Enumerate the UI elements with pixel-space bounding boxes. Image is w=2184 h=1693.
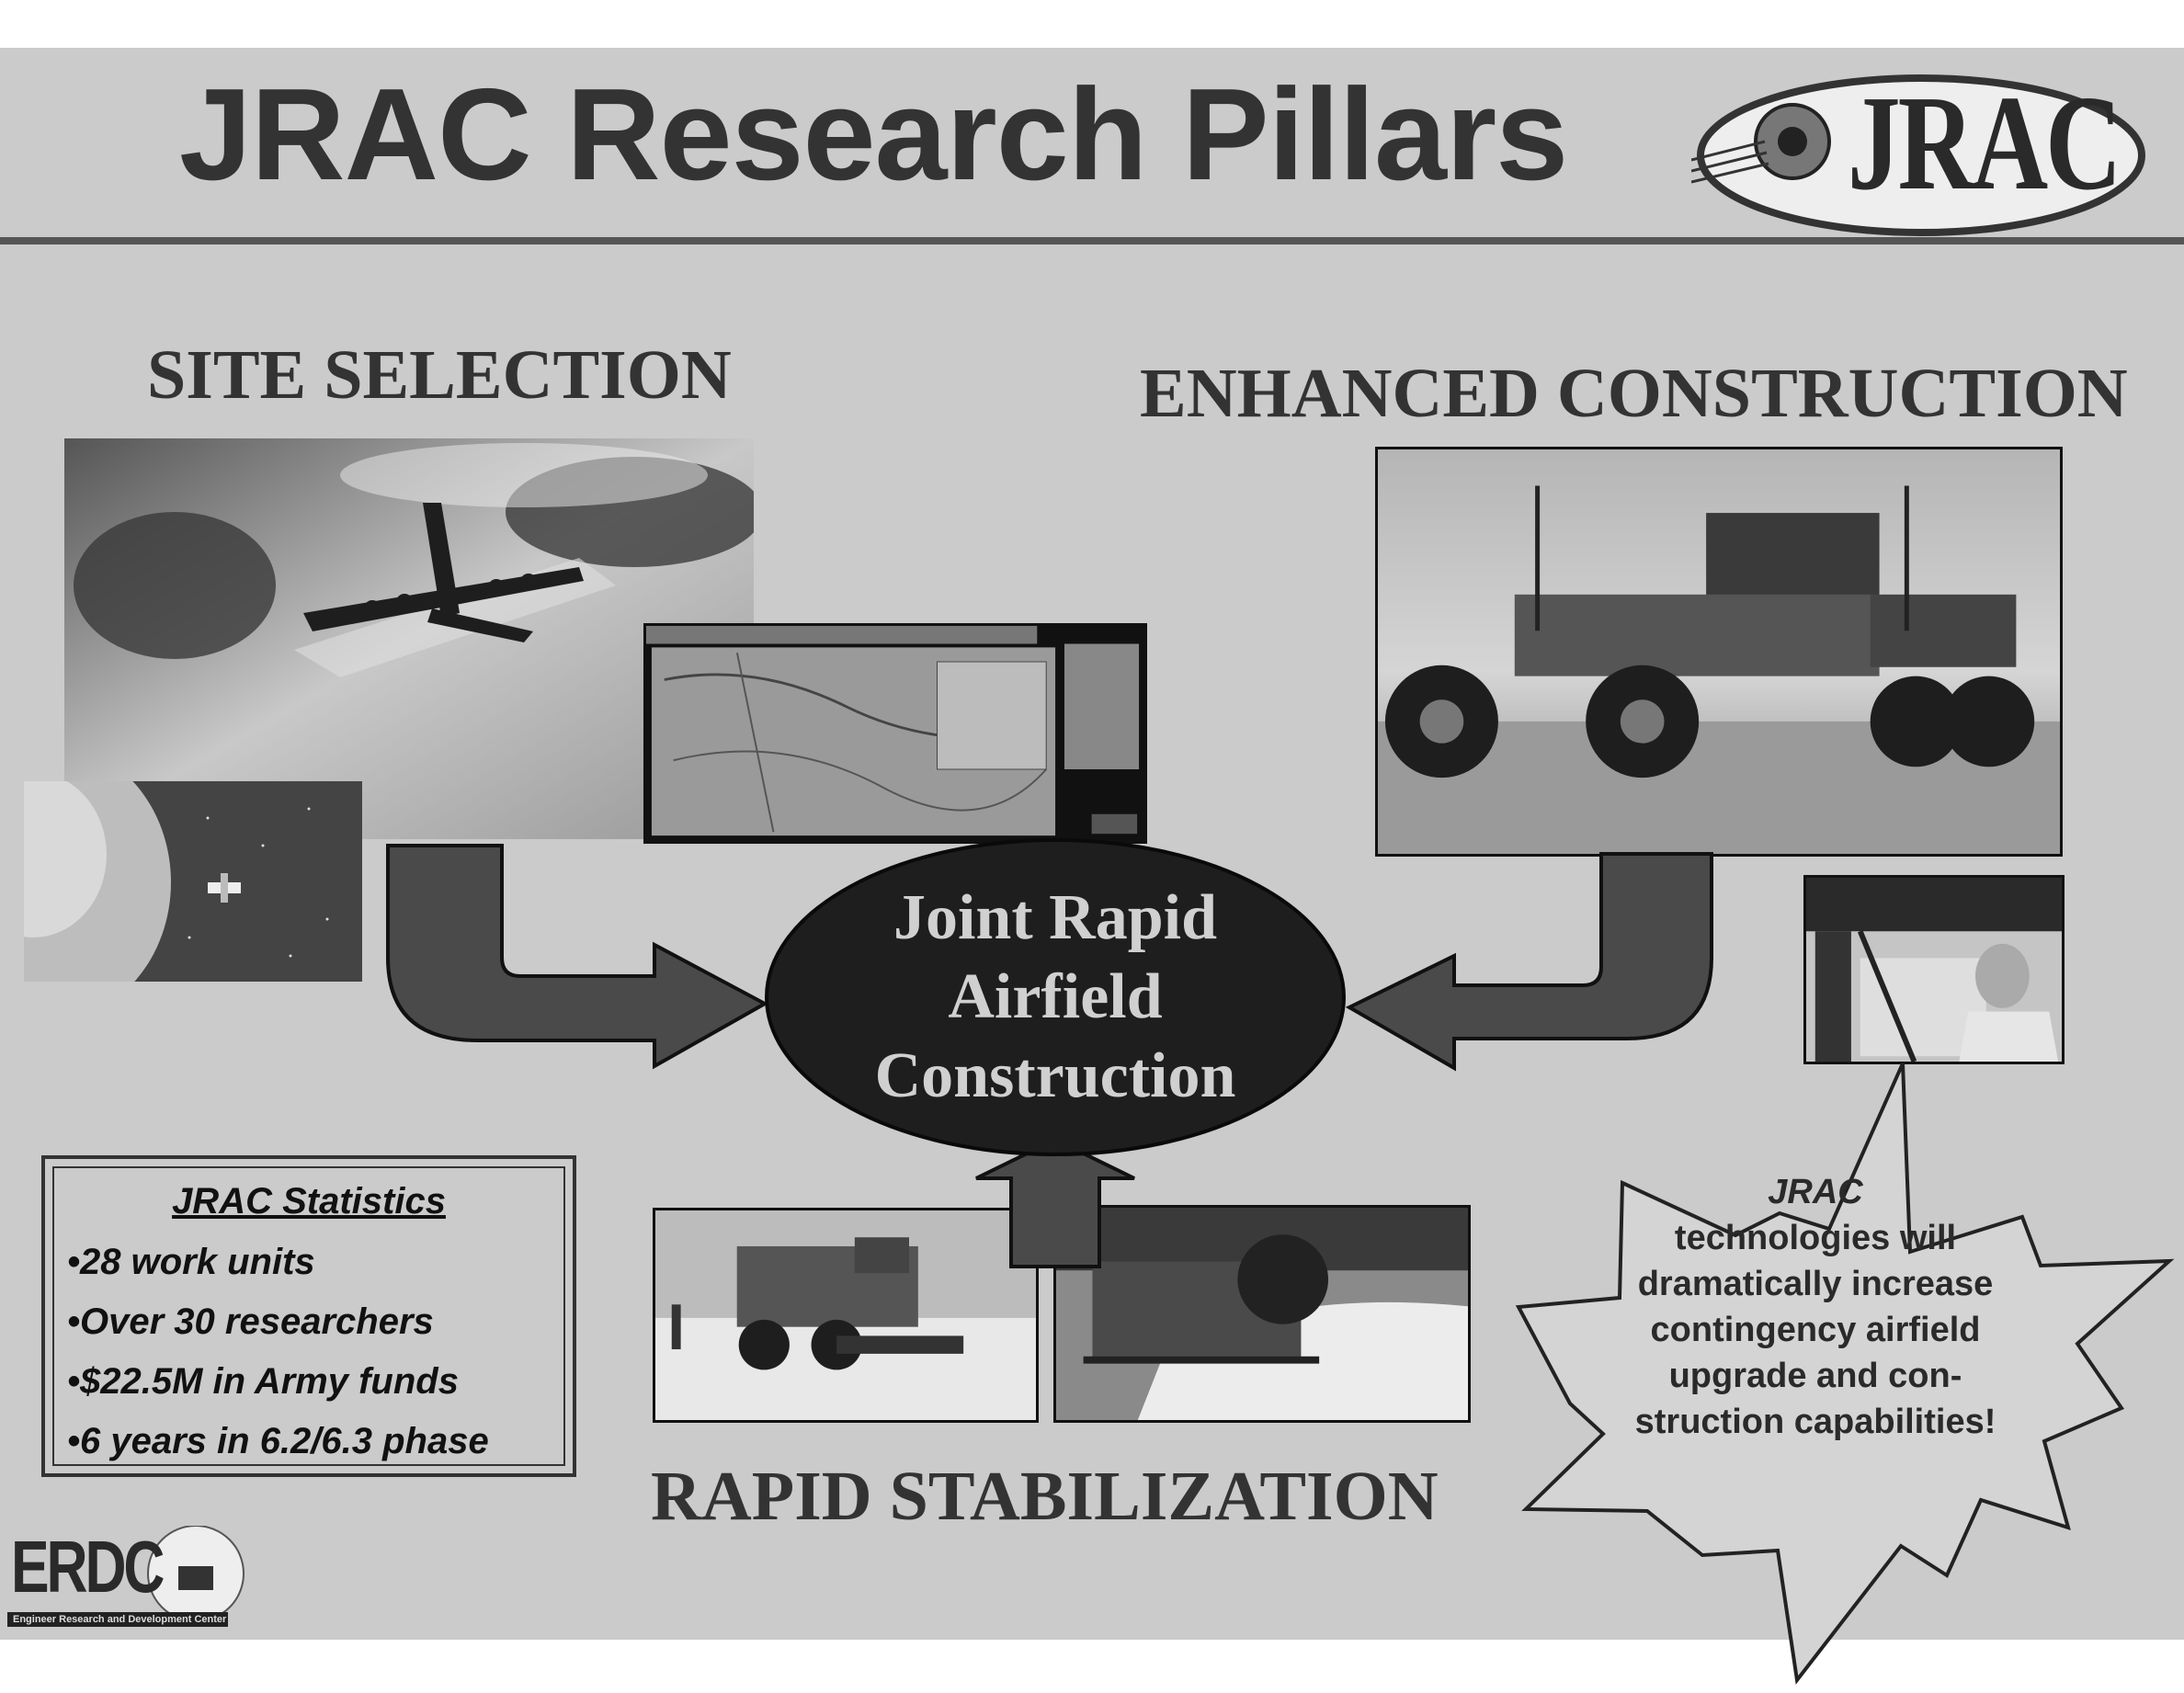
stats-item: •6 years in 6.2/6.3 phase	[67, 1421, 489, 1461]
grader-photo-icon	[1375, 447, 2063, 857]
ellipse-shape	[765, 838, 1346, 1156]
operator-photo-icon	[1803, 875, 2065, 1064]
enhanced-construction-heading: ENHANCED CONSTRUCTION	[1140, 355, 2128, 432]
center-ellipse: Joint Rapid Airfield Construction	[763, 836, 1348, 1158]
burst-line: struction capabilities!	[1634, 1403, 1996, 1441]
flow-arrows	[386, 844, 1713, 1268]
up-arrow-icon	[975, 1137, 1135, 1268]
center-ellipse-text: Joint Rapid Airfield Construction	[763, 836, 1348, 1158]
center-line-2: Airfield	[948, 961, 1163, 1032]
jrac-logo: JRAC	[1690, 68, 2169, 243]
stats-box-inner: JRAC Statistics •28 work units •Over 30 …	[52, 1166, 565, 1466]
burst-line: technologies will	[1674, 1219, 1957, 1257]
erdc-logo: ERDC Engineer Research and Development C…	[7, 1525, 246, 1627]
burst-line: dramatically increase	[1637, 1265, 1994, 1303]
stats-box: JRAC Statistics •28 work units •Over 30 …	[41, 1155, 576, 1477]
rapid-stabilization-heading: RAPID STABILIZATION	[651, 1458, 1439, 1535]
burst-line: upgrade and con-	[1668, 1357, 1962, 1395]
site-selection-heading: SITE SELECTION	[147, 336, 732, 414]
jrac-logo-emblem-icon	[1690, 74, 2145, 236]
stats-item: •$22.5M in Army funds	[67, 1361, 459, 1402]
center-line-1: Joint Rapid	[893, 882, 1218, 953]
starburst-shape	[1515, 1062, 2175, 1685]
aircraft-photo-icon	[64, 438, 754, 839]
stats-item: •Over 30 researchers	[67, 1301, 434, 1342]
map-software-screenshot-icon	[643, 623, 1147, 844]
satellite-earth-photo-icon	[24, 781, 362, 982]
erdc-subtitle: Engineer Research and Development Center	[13, 1614, 227, 1625]
burst-line: JRAC	[1768, 1173, 1863, 1211]
left-curved-arrow-icon	[386, 844, 769, 1070]
right-curved-arrow-icon	[1345, 852, 1713, 1072]
erdc-logo-text: ERDC	[11, 1526, 165, 1608]
burst-line: contingency airfield	[1650, 1311, 1981, 1349]
title-divider	[0, 237, 2184, 244]
stats-item: •28 work units	[67, 1242, 315, 1282]
tiller-photo-icon	[1053, 1205, 1471, 1423]
burst-callout-text: JRAC technologies will dramatically incr…	[1595, 1169, 2036, 1445]
erdc-castle-logo-icon	[7, 1525, 245, 1627]
jrac-logo-text: JRAC	[1848, 68, 2121, 219]
page-title: JRAC Research Pillars	[179, 62, 1568, 208]
stats-title: JRAC Statistics	[172, 1181, 446, 1221]
slide: JRAC Research Pillars JRAC SITE SELECTIO…	[0, 48, 2184, 1685]
stabilizer-truck-photo-icon	[653, 1208, 1039, 1423]
center-line-3: Construction	[874, 1040, 1236, 1111]
